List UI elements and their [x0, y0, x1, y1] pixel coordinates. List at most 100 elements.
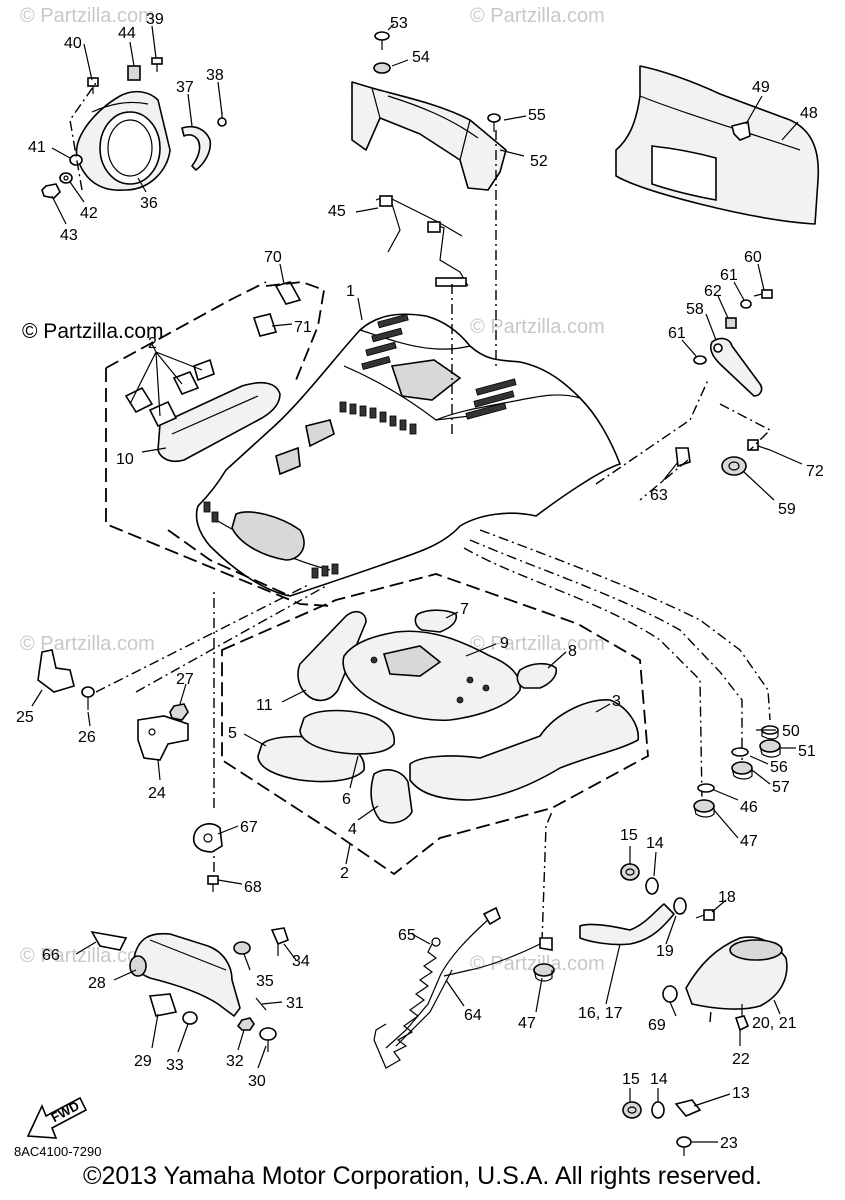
callout-30: 30 — [248, 1073, 266, 1090]
fwd-arrow-icon: FWD — [26, 1096, 88, 1139]
clip-71[interactable] — [252, 313, 278, 337]
windshield-bracket-52[interactable] — [351, 81, 507, 191]
hood-1[interactable] — [195, 313, 622, 597]
cable-64[interactable] — [385, 906, 553, 1049]
bolt-18[interactable] — [695, 909, 715, 921]
nut-27[interactable] — [169, 703, 189, 721]
liner-3[interactable] — [409, 699, 639, 801]
washer-14b[interactable] — [651, 1101, 665, 1119]
grommet-35[interactable] — [233, 941, 251, 955]
grommet-15[interactable] — [620, 863, 640, 881]
callout-9: 9 — [500, 635, 509, 652]
panel-6[interactable] — [299, 709, 395, 755]
screw-68[interactable] — [207, 875, 219, 892]
clamp-67[interactable] — [192, 823, 223, 853]
bracket-37[interactable] — [181, 125, 212, 171]
grommet-57[interactable] — [731, 761, 753, 780]
watermark-group: © Partzilla.com © Partzilla.com © Partzi… — [20, 5, 605, 975]
callout-24: 24 — [148, 785, 166, 802]
callout-72: 72 — [806, 463, 824, 480]
bolt-30[interactable] — [259, 1027, 277, 1052]
pin-31[interactable] — [255, 997, 267, 1011]
washer-50[interactable] — [761, 725, 779, 740]
grommet-47b[interactable] — [533, 963, 555, 982]
pad-10[interactable] — [157, 381, 281, 463]
headlight-housing-36[interactable] — [75, 90, 171, 191]
nut-44[interactable] — [127, 65, 141, 81]
mount-28[interactable] — [129, 932, 241, 1017]
callout-40: 40 — [64, 35, 82, 52]
light-housing-20-21[interactable] — [685, 936, 788, 1010]
watermark: © Partzilla.com — [470, 633, 605, 655]
callout-31: 31 — [286, 995, 304, 1012]
washer-42[interactable] — [59, 172, 73, 184]
callout-71: 71 — [294, 319, 312, 336]
washer-46[interactable] — [697, 783, 715, 793]
callout-65: 65 — [398, 927, 416, 944]
bolt-34[interactable] — [270, 927, 289, 956]
screw-39[interactable] — [151, 57, 163, 72]
arm-58[interactable] — [709, 337, 763, 397]
screw-38[interactable] — [217, 112, 227, 127]
nut-43[interactable] — [41, 183, 61, 199]
clip-70[interactable] — [274, 281, 302, 305]
collar-62[interactable] — [725, 317, 737, 329]
bracket-assembly-45[interactable] — [375, 195, 469, 287]
seal-set-12[interactable] — [124, 351, 215, 428]
rear-panel-48[interactable] — [615, 65, 820, 225]
washer-56[interactable] — [731, 747, 749, 757]
callout-15: 15 — [620, 827, 638, 844]
watermark: © Partzilla.com — [470, 953, 605, 975]
grommet-47[interactable] — [693, 799, 715, 818]
screw-26[interactable] — [81, 686, 95, 710]
callout-1: 1 — [346, 283, 355, 300]
callout-57: 57 — [772, 779, 790, 796]
diagram-code: 8AC4100-7290 — [14, 1144, 101, 1159]
pad-4[interactable] — [370, 769, 413, 824]
grommet-15b[interactable] — [622, 1101, 642, 1119]
callout-58: 58 — [686, 301, 704, 318]
callout-12: 2 — [148, 335, 157, 352]
bolt-22[interactable] — [734, 1004, 750, 1032]
washer-61[interactable] — [740, 299, 752, 309]
washer-14[interactable] — [645, 877, 659, 895]
callout-labels: 40 44 39 37 38 41 42 43 36 53 54 55 52 4… — [16, 11, 824, 1152]
bracket-24[interactable] — [137, 715, 189, 761]
bolt-72[interactable] — [747, 439, 771, 451]
bracket-25[interactable] — [37, 649, 75, 693]
spring-65[interactable] — [373, 937, 441, 1069]
callout-67: 67 — [240, 819, 258, 836]
washer-61b[interactable] — [693, 355, 707, 365]
callout-36: 36 — [140, 195, 158, 212]
screw-53[interactable] — [374, 31, 390, 50]
washer-33[interactable] — [182, 1011, 198, 1025]
screw-23[interactable] — [676, 1136, 692, 1156]
washer-19[interactable] — [673, 897, 687, 915]
bolt-13[interactable] — [674, 1099, 702, 1117]
callout-10: 10 — [116, 451, 134, 468]
bracket-29[interactable] — [148, 993, 178, 1017]
bolt-40[interactable] — [87, 77, 99, 94]
plate-9[interactable] — [342, 630, 521, 722]
grommet-54[interactable] — [373, 62, 391, 74]
callout-60: 60 — [744, 249, 762, 266]
watermark: © Partzilla.com — [20, 5, 155, 27]
nut-32[interactable] — [236, 1017, 255, 1031]
pad-7[interactable] — [414, 609, 458, 633]
pad-11[interactable] — [297, 610, 367, 702]
pad-8[interactable] — [516, 662, 558, 689]
grommet-51[interactable] — [759, 739, 781, 758]
callout-50: 50 — [782, 723, 800, 740]
strap-16-17[interactable] — [579, 903, 675, 946]
washer-69[interactable] — [662, 985, 678, 1003]
callout-6: 6 — [342, 791, 351, 808]
callout-47: 47 — [740, 833, 758, 850]
callout-62: 62 — [704, 283, 722, 300]
tag-66[interactable] — [90, 930, 128, 951]
callout-45: 45 — [328, 203, 346, 220]
screw-55[interactable] — [487, 113, 501, 132]
clip-49[interactable] — [731, 121, 751, 141]
callout-42: 42 — [80, 205, 98, 222]
damper-59[interactable] — [721, 456, 747, 476]
screw-60[interactable] — [753, 289, 773, 299]
